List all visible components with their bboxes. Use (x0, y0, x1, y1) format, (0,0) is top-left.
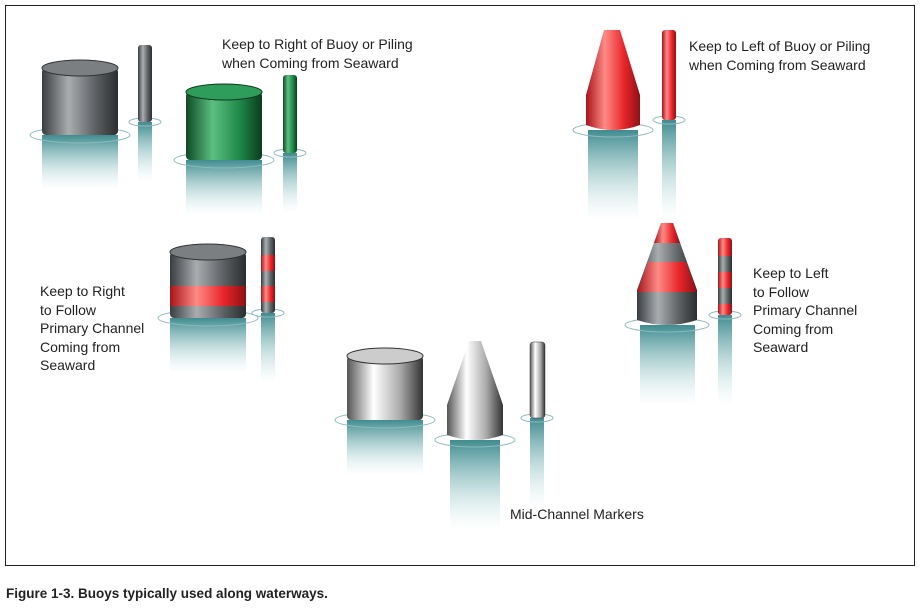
gray-can-buoy (41, 59, 119, 135)
banded-piling-left (261, 237, 275, 313)
label-keep-right: Keep to Right of Buoy or Piling when Com… (222, 36, 413, 71)
white-piling (529, 341, 546, 419)
white-nun-buoy (447, 341, 503, 440)
red-nun-buoy (586, 30, 640, 130)
red-gray-banded-nun-buoy (637, 223, 697, 325)
water-reflections (42, 120, 732, 530)
red-piling (662, 30, 676, 120)
gray-piling (138, 45, 152, 122)
figure-frame (5, 5, 915, 566)
banded-piling-right (718, 238, 732, 315)
label-keep-right-primary: Keep to Right to Follow Primary Channel … (40, 283, 145, 373)
label-mid-channel: Mid-Channel Markers (510, 506, 644, 522)
white-can-buoy (346, 347, 424, 420)
label-keep-left: Keep to Left of Buoy or Piling when Comi… (689, 38, 871, 73)
green-piling (283, 75, 297, 153)
figure-caption: Figure 1-3. Buoys typically used along w… (6, 586, 328, 601)
green-can-buoy (185, 83, 263, 160)
green-gray-banded-can-buoy (169, 243, 247, 318)
label-keep-left-primary: Keep to Left to Follow Primary Channel C… (753, 265, 858, 355)
